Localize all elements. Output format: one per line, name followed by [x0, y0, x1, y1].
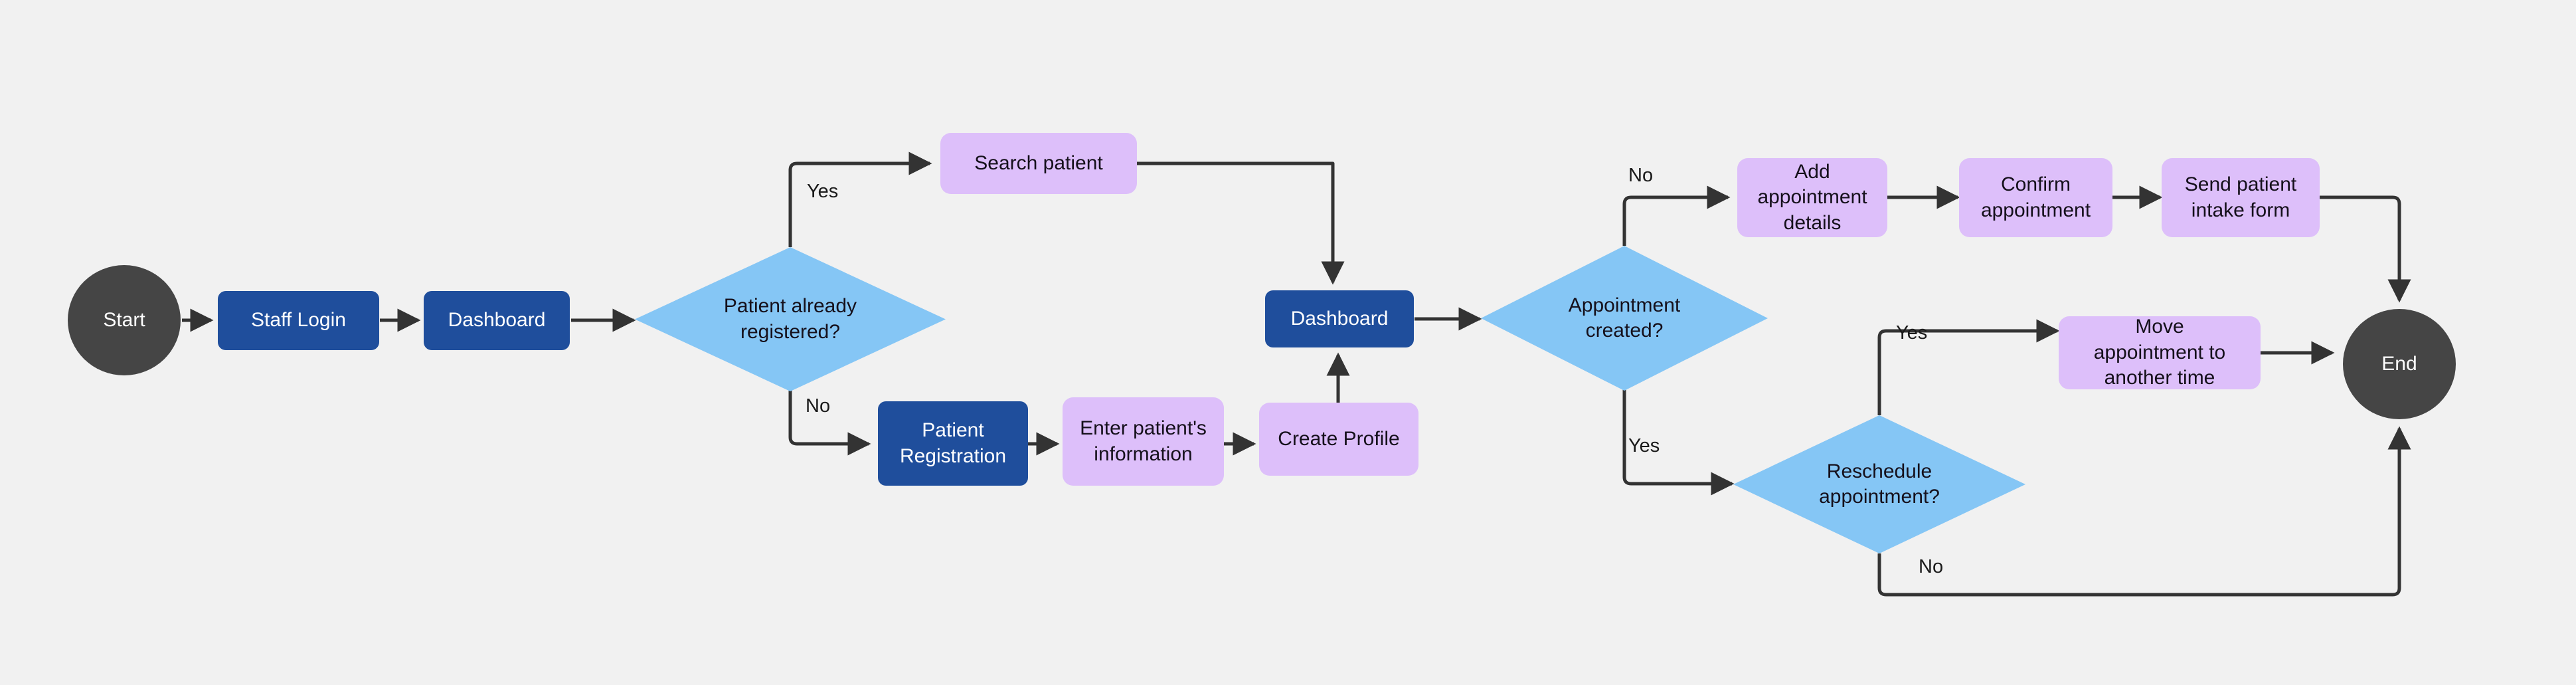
node-reschedule-appointment[interactable]: Reschedule appointment? [1733, 415, 2025, 553]
node-create-profile-label: Create Profile [1278, 427, 1400, 450]
node-dashboard-1[interactable]: Dashboard [424, 291, 570, 350]
edge-label-created-no: No [1628, 165, 1654, 186]
node-enter-patient-information-label: Enter patient's information [1080, 417, 1207, 465]
node-patient-already-registered-label: Patient already registered? [723, 295, 857, 343]
node-staff-login-label: Staff Login [251, 309, 346, 332]
node-send-patient-intake-form[interactable]: Send patient intake form [2162, 158, 2320, 237]
node-move-appointment[interactable]: Move appointment to another time [2059, 316, 2261, 389]
node-start[interactable]: Start [68, 265, 181, 375]
node-end[interactable]: End [2343, 309, 2456, 419]
node-patient-registration-label: Patient Registration [899, 419, 1007, 467]
edge-search-patient-to-dashboard-2 [1137, 161, 1345, 285]
node-staff-login[interactable]: Staff Login [218, 291, 379, 350]
node-confirm-appointment-label: Confirm appointment [1980, 173, 2091, 221]
node-search-patient[interactable]: Search patient [940, 133, 1137, 194]
node-move-appointment-label: Move appointment to another time [2093, 316, 2226, 389]
edge-send-intake-form-to-end [2319, 195, 2411, 303]
node-dashboard-2[interactable]: Dashboard [1265, 290, 1414, 347]
edge-label-reschedule-no: No [1919, 556, 1944, 577]
node-send-patient-intake-form-label: Send patient intake form [2184, 173, 2297, 221]
node-appointment-created-label: Appointment created? [1568, 294, 1681, 342]
node-dashboard-2-label: Dashboard [1290, 307, 1389, 330]
edge-label-registered-no: No [806, 395, 831, 417]
node-add-appointment-details[interactable]: Add appointment details [1737, 158, 1887, 237]
node-enter-patient-information[interactable]: Enter patient's information [1063, 397, 1224, 486]
node-appointment-created[interactable]: Appointment created? [1481, 246, 1768, 391]
node-confirm-appointment[interactable]: Confirm appointment [1959, 158, 2112, 237]
node-create-profile[interactable]: Create Profile [1259, 403, 1418, 476]
edge-label-registered-yes: Yes [807, 181, 839, 202]
node-start-label: Start [103, 308, 145, 331]
node-reschedule-appointment-label: Reschedule appointment? [1819, 460, 1940, 508]
node-search-patient-label: Search patient [974, 151, 1103, 174]
edge-patient-registered-yes-to-search-patient [788, 151, 932, 247]
node-dashboard-1-label: Dashboard [448, 309, 546, 332]
node-add-appointment-details-label: Add appointment details [1757, 160, 1867, 234]
node-end-label: End [2381, 352, 2417, 375]
node-patient-already-registered[interactable]: Patient already registered? [635, 247, 946, 391]
edge-label-created-yes: Yes [1628, 435, 1660, 456]
edge-appointment-created-no-to-add-appointment [1622, 185, 1731, 246]
edge-label-reschedule-yes: Yes [1896, 322, 1928, 343]
node-patient-registration[interactable]: Patient Registration [878, 401, 1028, 486]
